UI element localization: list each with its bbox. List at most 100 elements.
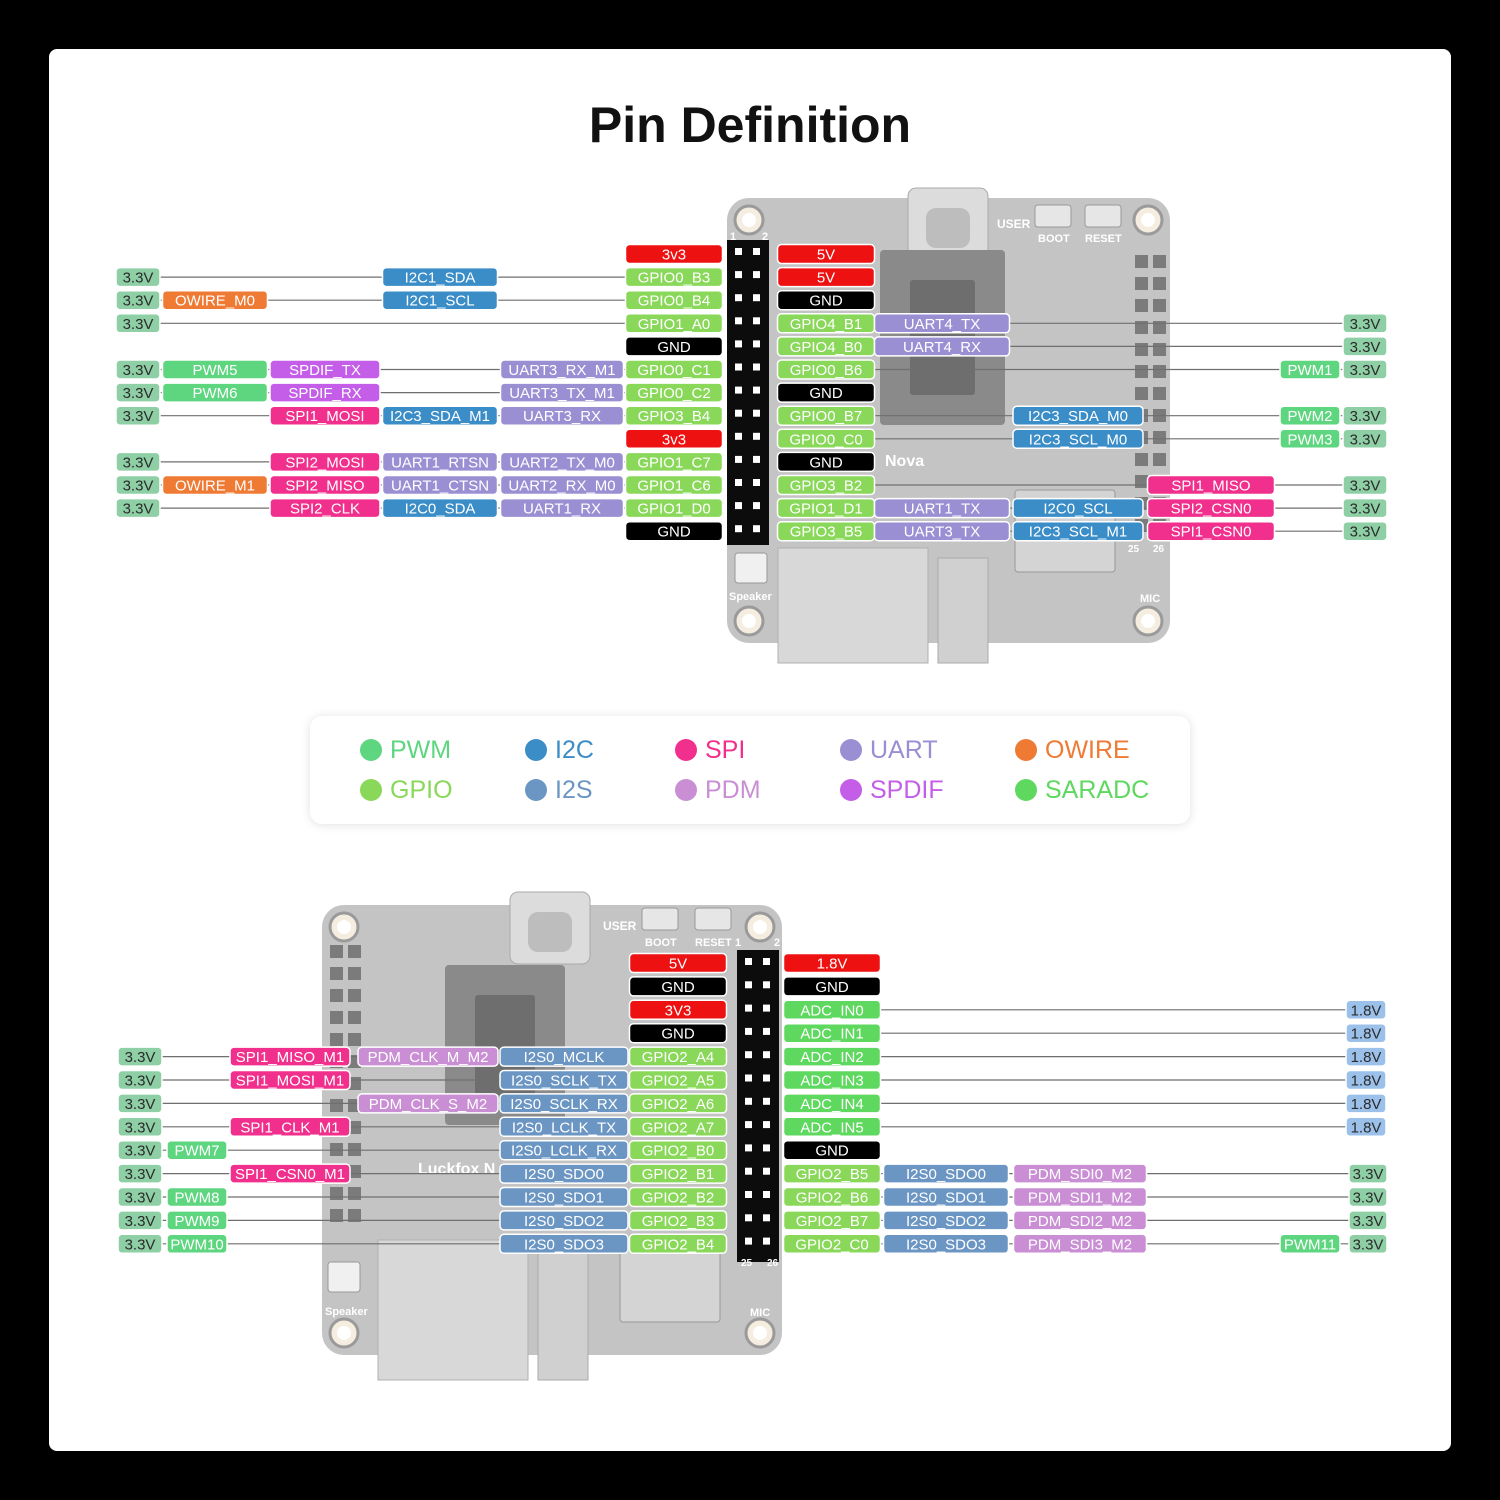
pin-label-i2s0-sdo3: I2S0_SDO3 — [499, 1233, 629, 1255]
svg-text:3V3: 3V3 — [665, 1002, 692, 1019]
pin-label-5v: 5V — [776, 243, 876, 265]
board-text-1: 1 — [735, 937, 741, 949]
pin-label-gpio3-b4: GPIO3_B4 — [624, 405, 724, 426]
board-text-user: USER — [997, 217, 1031, 231]
board-text-26: 26 — [767, 1258, 779, 1269]
board-text-1: 1 — [730, 231, 736, 243]
legend-swatch — [675, 779, 697, 801]
board-text-speaker: Speaker — [325, 1306, 369, 1318]
svg-text:GPIO2_B3: GPIO2_B3 — [642, 1213, 715, 1230]
svg-text:GPIO2_A5: GPIO2_A5 — [642, 1073, 715, 1090]
svg-text:GND: GND — [809, 385, 843, 402]
board-text-reset: RESET — [1085, 233, 1122, 245]
svg-text:3.3V: 3.3V — [1350, 339, 1381, 356]
svg-text:GPIO0_C0: GPIO0_C0 — [789, 431, 862, 448]
svg-text:3.3V: 3.3V — [123, 316, 154, 333]
pin-label-gpio0-c0: GPIO0_C0 — [776, 428, 876, 450]
pin-label-pwm5: PWM5 — [161, 359, 269, 380]
legend-swatch — [525, 779, 547, 801]
svg-text:ADC_IN0: ADC_IN0 — [800, 1002, 863, 1019]
legend-item-i2c: I2C — [525, 736, 594, 765]
svg-text:GND: GND — [815, 979, 849, 996]
legend-label: I2C — [555, 736, 594, 764]
pin-label-uart2-rx-m0: UART2_RX_M0 — [499, 474, 625, 496]
svg-text:GPIO2_B0: GPIO2_B0 — [642, 1143, 715, 1160]
board-text-boot: BOOT — [645, 937, 677, 949]
board-text-luckfox-n: Luckfox N — [418, 1161, 495, 1178]
svg-text:GPIO3_B4: GPIO3_B4 — [638, 408, 711, 425]
pin-label-gpio2-a6: GPIO2_A6 — [628, 1093, 728, 1114]
pin-label-gpio2-a4: GPIO2_A4 — [628, 1046, 728, 1067]
svg-text:I2C1_SCL: I2C1_SCL — [405, 293, 474, 310]
pin-label-owire-m1: OWIRE_M1 — [161, 474, 269, 496]
svg-text:UART2_TX_M0: UART2_TX_M0 — [509, 454, 615, 471]
svg-text:1.8V: 1.8V — [1351, 1096, 1382, 1113]
pin-label-pdm-sdi3-m2: PDM_SDI3_M2 — [1012, 1233, 1148, 1255]
svg-text:UART1_TX: UART1_TX — [904, 501, 980, 518]
pin-label-gpio2-b2: GPIO2_B2 — [628, 1186, 728, 1208]
legend-label: SPI — [705, 736, 746, 764]
legend-item-i2s: I2S — [525, 776, 593, 805]
svg-text:I2S0_SDO3: I2S0_SDO3 — [524, 1236, 604, 1253]
svg-text:3.3V: 3.3V — [1353, 1166, 1384, 1183]
svg-text:SPI2_MOSI: SPI2_MOSI — [285, 454, 364, 471]
svg-text:5V: 5V — [817, 247, 835, 264]
svg-text:UART1_CTSN: UART1_CTSN — [391, 478, 489, 495]
pin-label-3-3v: 3.3V — [115, 497, 161, 519]
pin-label-gnd: GND — [782, 1139, 882, 1161]
pin-label-gpio2-b6: GPIO2_B6 — [782, 1186, 882, 1208]
pin-label-pwm1: PWM1 — [1279, 359, 1341, 380]
pin-label-1-8v: 1.8V — [1345, 1093, 1387, 1114]
pin-label-1-8v: 1.8V — [1345, 1022, 1387, 1044]
svg-text:UART1_RTSN: UART1_RTSN — [391, 454, 489, 471]
legend-label: OWIRE — [1045, 736, 1130, 764]
board-text-nova: Nova — [885, 453, 924, 470]
pin-label-i2s0-sdo3: I2S0_SDO3 — [882, 1233, 1010, 1255]
pin-label-3-3v: 3.3V — [115, 405, 161, 426]
svg-text:1.8V: 1.8V — [817, 956, 848, 973]
pin-label-pwm2: PWM2 — [1279, 405, 1341, 426]
svg-text:SPI2_CLK: SPI2_CLK — [290, 501, 360, 518]
svg-text:PWM6: PWM6 — [193, 385, 238, 402]
svg-text:GPIO0_B7: GPIO0_B7 — [790, 408, 863, 425]
pin-label-gpio2-b1: GPIO2_B1 — [628, 1163, 728, 1184]
board-text-25: 25 — [741, 1258, 753, 1269]
svg-text:3.3V: 3.3V — [123, 478, 154, 495]
pin-label-pdm-sdi1-m2: PDM_SDI1_M2 — [1012, 1186, 1148, 1208]
pin-label-i2s0-sdo0: I2S0_SDO0 — [882, 1163, 1010, 1184]
svg-text:PWM8: PWM8 — [175, 1190, 220, 1207]
svg-text:PWM1: PWM1 — [1288, 362, 1333, 379]
pin-label-1-8v: 1.8V — [782, 952, 882, 974]
board-text-user: USER — [603, 919, 637, 933]
pin-label-i2s0-sclk-tx: I2S0_SCLK_TX — [499, 1069, 629, 1091]
svg-text:SPI1_CSN0_M1: SPI1_CSN0_M1 — [235, 1166, 345, 1183]
pin-label-i2c3-scl-m0: I2C3_SCL_M0 — [1012, 428, 1144, 450]
svg-text:3.3V: 3.3V — [125, 1143, 156, 1160]
svg-text:UART3_TX: UART3_TX — [904, 524, 980, 541]
svg-text:3.3V: 3.3V — [125, 1073, 156, 1090]
svg-text:GPIO2_B7: GPIO2_B7 — [796, 1213, 869, 1230]
svg-text:GPIO2_B2: GPIO2_B2 — [642, 1190, 715, 1207]
pin-label-pwm11: PWM11 — [1279, 1233, 1341, 1255]
svg-text:3.3V: 3.3V — [1350, 408, 1381, 425]
pin-label-pwm6: PWM6 — [161, 382, 269, 403]
legend-item-pwm: PWM — [360, 736, 451, 765]
pin-label-1-8v: 1.8V — [1345, 1116, 1387, 1138]
svg-text:GND: GND — [809, 293, 843, 310]
pin-label-gpio2-c0: GPIO2_C0 — [782, 1233, 882, 1255]
board-text-boot: BOOT — [1038, 233, 1070, 245]
svg-text:GPIO0_C2: GPIO0_C2 — [637, 385, 710, 402]
legend-label: I2S — [555, 776, 593, 804]
svg-text:5V: 5V — [669, 956, 687, 973]
legend-item-spi: SPI — [675, 736, 745, 765]
svg-text:I2S0_MCLK: I2S0_MCLK — [524, 1049, 605, 1066]
svg-text:3.3V: 3.3V — [125, 1119, 156, 1136]
svg-text:UART3_RX: UART3_RX — [523, 408, 601, 425]
pin-label-uart1-tx: UART1_TX — [873, 497, 1011, 519]
pin-label-gpio2-b0: GPIO2_B0 — [628, 1139, 728, 1161]
board-text-26: 26 — [1153, 544, 1165, 555]
pin-label-1-8v: 1.8V — [1345, 1069, 1387, 1091]
pin-label-spi1-mosi-m1: SPI1_MOSI_M1 — [229, 1069, 351, 1091]
